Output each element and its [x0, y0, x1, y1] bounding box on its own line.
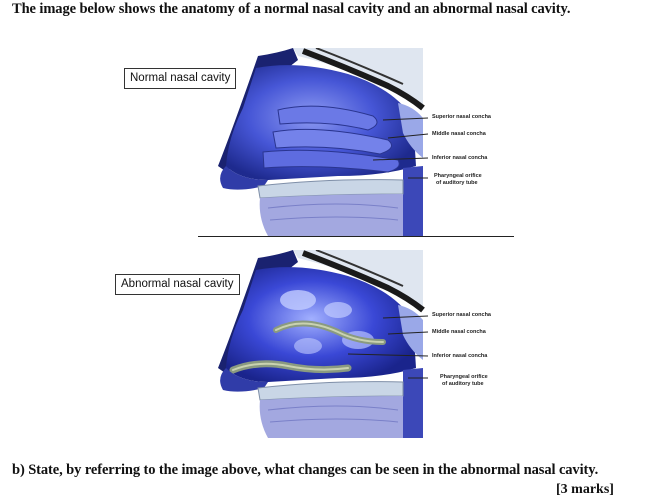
- question-text: b) State, by referring to the image abov…: [12, 462, 599, 478]
- abnormal-superior-concha-label: Superior nasal concha: [432, 312, 491, 318]
- normal-pharyngeal-orifice-label: Pharyngeal orifice: [434, 173, 482, 179]
- abnormal-nasal-cavity-drawing: [198, 250, 429, 438]
- intro-text: The image below shows the anatomy of a n…: [12, 1, 571, 17]
- normal-auditory-tube-label: of auditory tube: [436, 180, 478, 186]
- abnormal-middle-concha-label: Middle nasal concha: [432, 329, 486, 335]
- normal-superior-concha-label: Superior nasal concha: [432, 114, 491, 120]
- normal-nasal-cavity-drawing: [198, 48, 429, 236]
- abnormal-auditory-tube-label: of auditory tube: [442, 381, 484, 387]
- normal-panel-label: Normal nasal cavity: [124, 68, 237, 89]
- panel-divider: [198, 236, 514, 237]
- abnormal-pharyngeal-orifice-label: Pharyngeal orifice: [440, 374, 488, 380]
- marks-indicator: [3 marks]: [556, 482, 614, 497]
- abnormal-nasal-cavity-illustration: Superior nasal concha Middle nasal conch…: [198, 250, 516, 438]
- abnormal-inferior-concha-label: Inferior nasal concha: [432, 353, 488, 359]
- normal-nasal-cavity-illustration: Superior nasal concha Middle nasal conch…: [198, 48, 516, 236]
- abnormal-panel-label: Abnormal nasal cavity: [115, 274, 240, 295]
- normal-inferior-concha-label: Inferior nasal concha: [432, 155, 488, 161]
- normal-middle-concha-label: Middle nasal concha: [432, 131, 486, 137]
